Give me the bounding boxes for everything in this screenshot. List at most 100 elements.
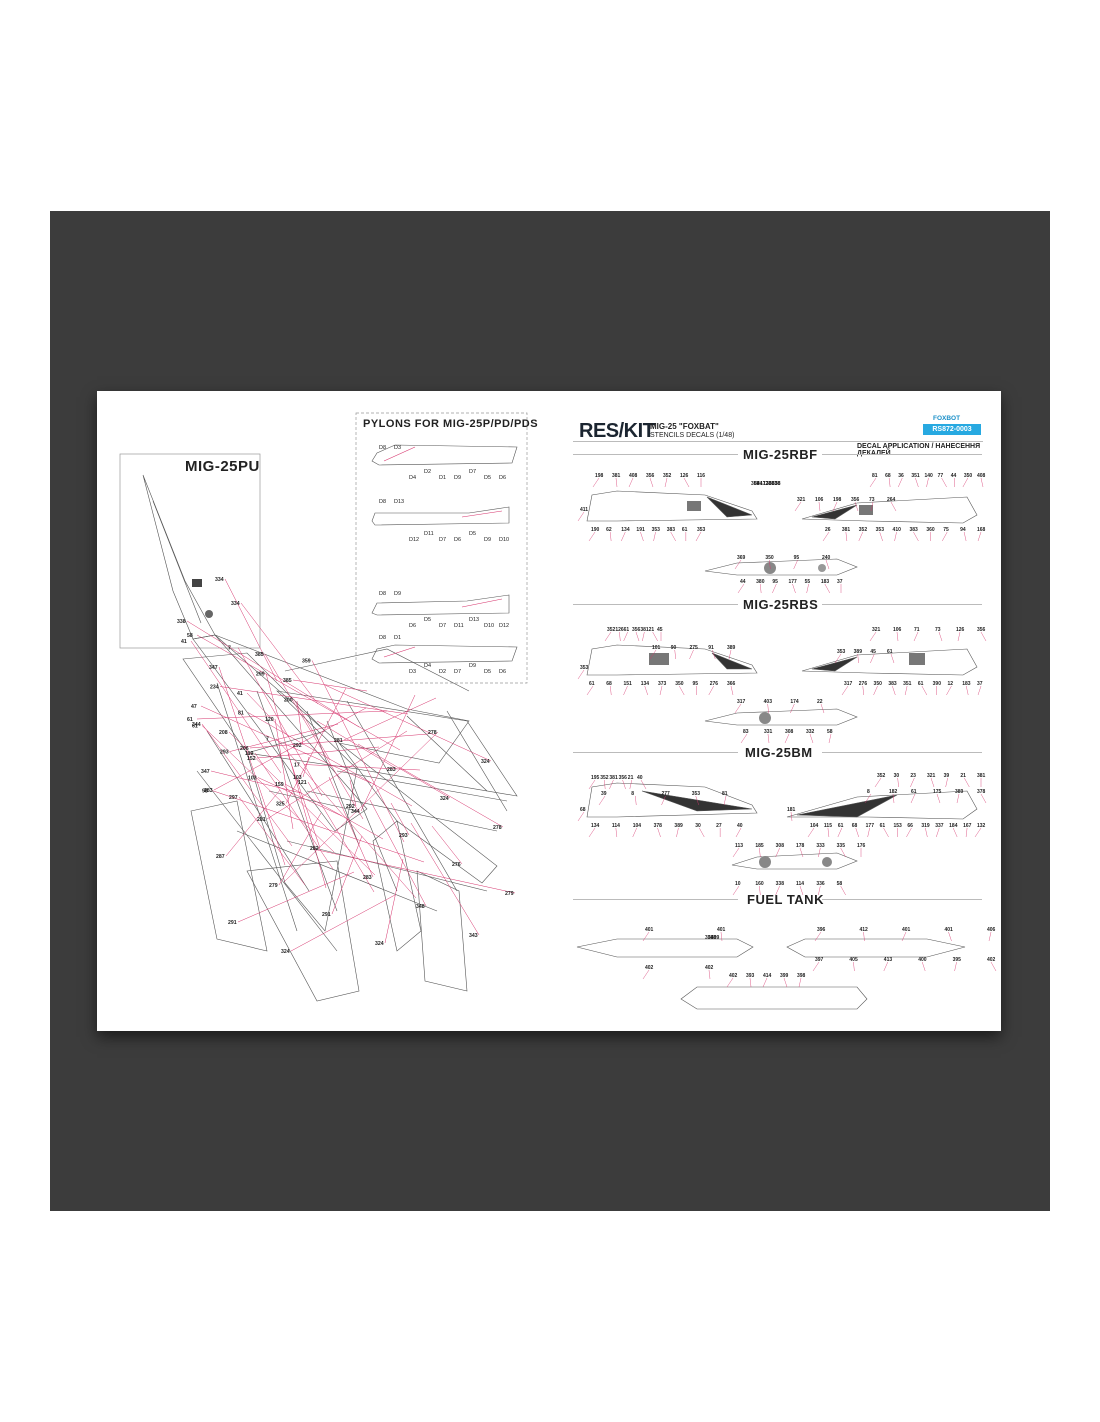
rbs-callout: 353	[580, 665, 589, 671]
bm-callout: 81	[722, 791, 728, 797]
bm-leader	[910, 793, 916, 804]
fuel-callout: 412	[860, 927, 869, 933]
bm-leader	[837, 827, 843, 838]
rbs-callout: 275	[690, 645, 699, 651]
rbs-callout: 352	[607, 627, 616, 633]
bm-callout: 134	[591, 823, 600, 829]
bm-leader	[732, 885, 740, 896]
pu-callout: 297	[229, 795, 238, 801]
rbf-callout: 356	[646, 473, 655, 479]
rbs-leader	[730, 685, 734, 696]
pu-leader	[357, 743, 451, 799]
rbs-leader	[767, 703, 769, 714]
rbf-leader	[806, 583, 809, 594]
bm-drawings	[586, 782, 978, 870]
pu-leader	[349, 779, 357, 807]
pu-callout: 324	[481, 759, 490, 765]
pu-leader	[237, 647, 323, 797]
fuel-callout: 405	[849, 957, 858, 963]
rbf-leader	[577, 511, 585, 522]
bm-callout: 58	[837, 881, 843, 887]
bm-leader	[818, 847, 821, 858]
rbs-leader	[708, 685, 714, 696]
bm-callout: 356	[619, 775, 628, 781]
pu-leader	[256, 746, 380, 759]
rbs-callout: 317	[737, 699, 746, 705]
rbs-callout: 308	[785, 729, 794, 735]
fuel-leader	[883, 961, 888, 972]
rbf-callout: 410	[893, 527, 902, 533]
pu-callout: 287	[216, 854, 225, 860]
pylon-code: D7	[439, 537, 446, 543]
bm-leader	[952, 827, 958, 838]
pu-leader	[292, 679, 368, 692]
rbf-callout: 75	[943, 527, 949, 533]
pylon-code: D9	[394, 591, 401, 597]
bm-leader	[732, 847, 740, 858]
pylon-code: D6	[499, 475, 506, 481]
bm-leader	[735, 827, 742, 838]
pu-leader	[278, 812, 322, 886]
bm-callout: 27	[716, 823, 722, 829]
bm-leader	[657, 827, 661, 838]
pu-leader	[201, 723, 293, 847]
rbf-callout: 140	[925, 473, 934, 479]
bm-callout: 21	[628, 775, 634, 781]
rbs-callout: 390	[933, 681, 942, 687]
rule-bm-left	[573, 752, 738, 753]
rbf-callout: 352	[663, 473, 672, 479]
section-title-bm: MIG-25BM	[745, 745, 813, 760]
rbf-callout: 408	[977, 473, 986, 479]
fuel-callout: 395	[953, 957, 962, 963]
pu-leader	[213, 707, 367, 791]
pu-callout: 291	[228, 920, 237, 926]
bm-callout: 61	[880, 823, 886, 829]
section-leader-lines	[577, 477, 997, 988]
pu-callout: 283	[387, 767, 396, 773]
bm-leader	[864, 793, 872, 804]
rbs-leader	[674, 649, 676, 660]
rbf-leader	[822, 531, 830, 542]
pu-callout: 152	[247, 756, 256, 762]
rbf-callout: 134	[621, 527, 630, 533]
rbs-callout: 45	[870, 649, 876, 655]
rbf-callout: 168	[977, 527, 986, 533]
pu-callout: 41	[237, 691, 243, 697]
bm-leader	[964, 777, 970, 788]
pu-leader	[384, 858, 404, 944]
bm-callout: 352	[877, 773, 886, 779]
rbs-callout: 22	[817, 699, 823, 705]
bm-callout: 104	[810, 823, 819, 829]
fuel-callout: 401	[945, 927, 954, 933]
bm-leader	[930, 777, 935, 788]
pu-leader	[225, 789, 281, 857]
pu-callout: 281	[334, 738, 343, 744]
rbf-leader	[890, 501, 897, 512]
bm-leader	[897, 777, 899, 788]
rbf-leader	[913, 531, 919, 542]
pu-leader	[200, 705, 372, 784]
rbs-leader	[623, 685, 628, 696]
bm-callout: 68	[852, 823, 858, 829]
fuel-leader	[990, 961, 997, 972]
pylon-code: D10	[484, 623, 494, 629]
rbf-leader	[769, 559, 771, 570]
rbs-callout: 106	[893, 627, 902, 633]
fuel-leader	[863, 931, 865, 942]
pu-callout: 81	[238, 711, 244, 717]
rbf-callout: 36	[898, 473, 904, 479]
fuel-callout: 398	[797, 973, 806, 979]
bm-callout: 182	[889, 789, 898, 795]
fuel-leader	[901, 931, 907, 942]
pylon-code: D2	[439, 669, 446, 675]
section-title-fuel: FUEL TANK	[747, 892, 824, 907]
bm-callout: 337	[935, 823, 944, 829]
rbf-callout: 177	[789, 579, 798, 585]
bm-callout: 378	[977, 789, 986, 795]
bm-callout: 114	[612, 823, 620, 829]
rbf-leader	[832, 501, 838, 512]
bm-leader	[615, 827, 618, 838]
pu-leader	[331, 835, 363, 915]
bm-leader	[974, 827, 982, 838]
rbs-callout: 61	[624, 627, 630, 633]
